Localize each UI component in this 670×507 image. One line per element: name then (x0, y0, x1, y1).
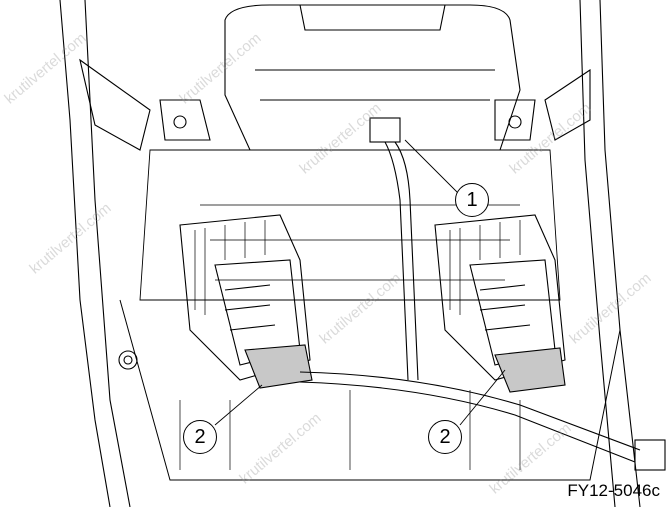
console-frame-right (579, 0, 641, 507)
mount-tab-left (79, 58, 211, 151)
connector (369, 117, 401, 143)
leader-2-right (459, 369, 506, 426)
figure-id: FY12-5046c (567, 481, 660, 500)
left-clip (244, 344, 313, 389)
cable-2 (299, 371, 641, 463)
callout-1: 1 (455, 183, 489, 217)
end-connector (634, 439, 666, 471)
left-switch-block (179, 214, 311, 381)
leader-1 (404, 139, 461, 196)
callout-2-right: 2 (428, 420, 462, 454)
console-frame (59, 0, 131, 507)
leader-2-left (214, 384, 263, 426)
top-module (224, 4, 521, 151)
right-clip (494, 347, 566, 393)
mount-tab-right (494, 68, 591, 141)
cable-1 (384, 141, 419, 381)
right-switch-block (434, 214, 566, 381)
callout-2-left: 2 (183, 420, 217, 454)
